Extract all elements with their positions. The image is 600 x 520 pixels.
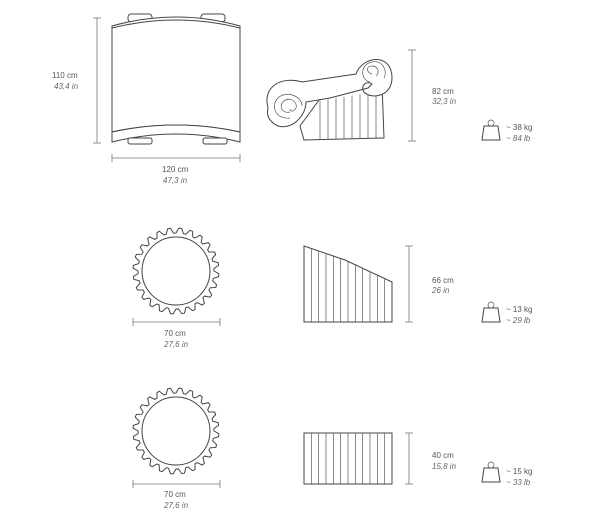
item3-weight-lb: ~ 33 lb <box>506 478 531 487</box>
item2-top-view <box>132 227 220 315</box>
item1-weight-kg: ~ 38 kg <box>506 123 532 132</box>
item3-height-dimension <box>405 432 413 485</box>
item1-side-height-in: 32,3 in <box>432 97 457 106</box>
item3-side-view <box>303 432 393 485</box>
item3-diameter-dimension <box>132 480 221 488</box>
item1-front-view <box>111 13 241 145</box>
weight-icon <box>481 461 501 483</box>
item3-diameter-in: 27,6 in <box>163 501 189 510</box>
item2-diameter-in: 27,6 in <box>163 340 189 349</box>
item1-width-cm: 120 cm <box>162 165 189 174</box>
item3-top-view <box>132 387 220 475</box>
item2-height-dimension <box>405 245 413 323</box>
weight-icon <box>481 301 501 323</box>
item1-side-height-dimension <box>408 49 416 142</box>
item3-height-cm: 40 cm <box>432 451 454 460</box>
item1-height-cm: 110 cm <box>52 71 78 80</box>
item1-height-dimension <box>93 17 101 144</box>
item2-height-cm: 66 cm <box>432 276 454 285</box>
item2-weight-kg: ~ 13 kg <box>506 305 532 314</box>
item3-diameter-cm: 70 cm <box>164 490 186 499</box>
item1-height-in: 43,4 in <box>54 82 79 91</box>
item1-side-height-cm: 82 cm <box>432 87 454 96</box>
item2-diameter-dimension <box>132 318 221 326</box>
item1-width-in: 47,3 in <box>163 176 188 185</box>
item3-height-in: 15,8 in <box>432 462 457 471</box>
item2-side-view <box>303 245 393 323</box>
item2-height-in: 26 in <box>431 286 450 295</box>
item3-weight-kg: ~ 15 kg <box>506 467 532 476</box>
item2-weight-lb: ~ 29 lb <box>506 316 531 325</box>
item2-diameter-cm: 70 cm <box>164 329 186 338</box>
item1-side-view <box>266 59 393 141</box>
item1-weight-lb: ~ 84 lb <box>506 134 531 143</box>
item1-width-dimension <box>111 154 241 162</box>
weight-icon <box>481 119 501 141</box>
